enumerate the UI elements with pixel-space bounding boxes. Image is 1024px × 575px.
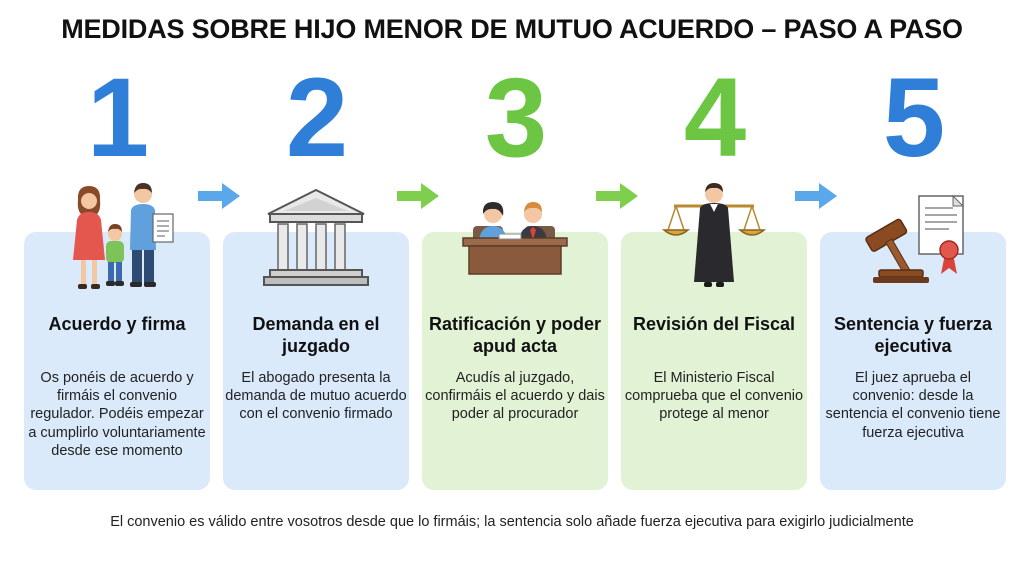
step-description: El abogado presenta la demanda de mutuo … bbox=[225, 370, 407, 423]
prosecutor-scales-icon bbox=[661, 183, 767, 287]
couple-at-desk-icon bbox=[462, 202, 568, 275]
arrow-right-icon bbox=[397, 183, 439, 209]
family-with-document-icon bbox=[73, 183, 174, 289]
step-title: Demanda en el juzgado bbox=[252, 314, 380, 356]
arrow-shape bbox=[596, 183, 638, 209]
courthouse-icon bbox=[263, 188, 369, 286]
step-description: Os ponéis de acuerdo y firmáis el conven… bbox=[28, 370, 206, 459]
arrow-shape bbox=[198, 183, 240, 209]
arrow-right-icon bbox=[596, 183, 638, 209]
step-number: 1 bbox=[86, 55, 149, 180]
step-title: Acuerdo y firma bbox=[48, 314, 186, 334]
arrow-shape bbox=[795, 183, 837, 209]
step-number: 2 bbox=[285, 55, 348, 180]
step-number: 5 bbox=[882, 55, 945, 180]
arrow-right-icon bbox=[795, 183, 837, 209]
step-number: 4 bbox=[683, 55, 746, 180]
step-title: Sentencia y fuerza ejecutiva bbox=[833, 314, 993, 356]
step-description: Acudís al juzgado, confirmáis el acuerdo… bbox=[425, 370, 605, 423]
step-description: El juez aprueba el convenio: desde la se… bbox=[825, 370, 1001, 441]
page-title: MEDIDAS SOBRE HIJO MENOR DE MUTUO ACUERD… bbox=[61, 14, 963, 44]
arrow-right-icon bbox=[198, 183, 240, 209]
step-2: 2 Demanda en el juzgado El abogado prese… bbox=[223, 0, 409, 500]
step-4: 4 Revisión del Fiscal El Ministerio Fisc… bbox=[621, 0, 807, 500]
step-description: El Ministerio Fiscal comprueba que el co… bbox=[624, 370, 804, 423]
step-3: 3 Ratificación y poder apud acta Acudís … bbox=[422, 0, 608, 500]
arrow-shape bbox=[397, 183, 439, 209]
step-5: 5 Sentencia y fuerza ejecutiva El juez a… bbox=[820, 0, 1006, 500]
step-number: 3 bbox=[484, 55, 547, 180]
step-title: Revisión del Fiscal bbox=[632, 314, 796, 334]
footer-note: El convenio es válido entre vosotros des… bbox=[110, 514, 914, 530]
gavel-certificate-icon bbox=[865, 194, 965, 283]
step-1: 1 bbox=[24, 0, 210, 500]
step-card bbox=[422, 232, 608, 490]
step-title: Ratificación y poder apud acta bbox=[428, 314, 602, 356]
